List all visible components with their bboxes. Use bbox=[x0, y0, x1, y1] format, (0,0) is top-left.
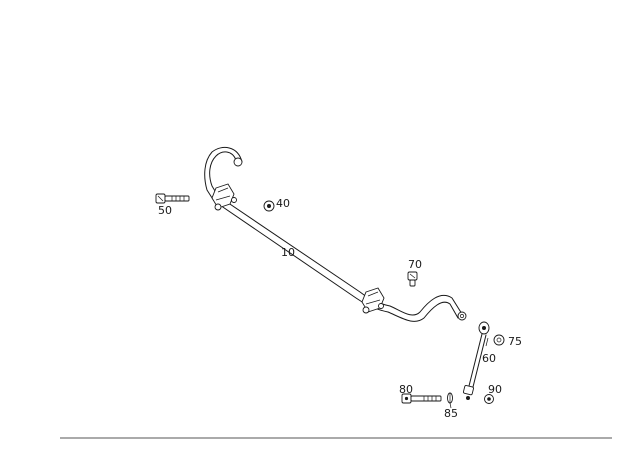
bolt-70 bbox=[407, 271, 418, 287]
part-label-70: 70 bbox=[408, 258, 422, 271]
part-label-40: 40 bbox=[276, 197, 290, 210]
part-label-60: 60 bbox=[482, 352, 496, 365]
washer-85 bbox=[447, 392, 453, 404]
right-bushing-clamp bbox=[361, 287, 385, 314]
nut-75 bbox=[493, 334, 505, 346]
part-label-50: 50 bbox=[158, 204, 172, 217]
part-label-75: 75 bbox=[508, 335, 522, 348]
left-bushing-clamp bbox=[211, 183, 237, 211]
stabilizer-bar bbox=[204, 146, 467, 322]
part-label-80: 80 bbox=[399, 383, 413, 396]
bolt-80 bbox=[401, 393, 442, 404]
bolt-50 bbox=[155, 193, 190, 204]
nut-90 bbox=[484, 394, 494, 404]
nut-40 bbox=[263, 200, 275, 212]
part-label-85: 85 bbox=[444, 407, 458, 420]
part-label-90: 90 bbox=[488, 383, 502, 396]
part-label-10: 10 bbox=[281, 246, 295, 259]
coupling-link-60 bbox=[463, 321, 490, 400]
leader-lines bbox=[449, 337, 489, 409]
